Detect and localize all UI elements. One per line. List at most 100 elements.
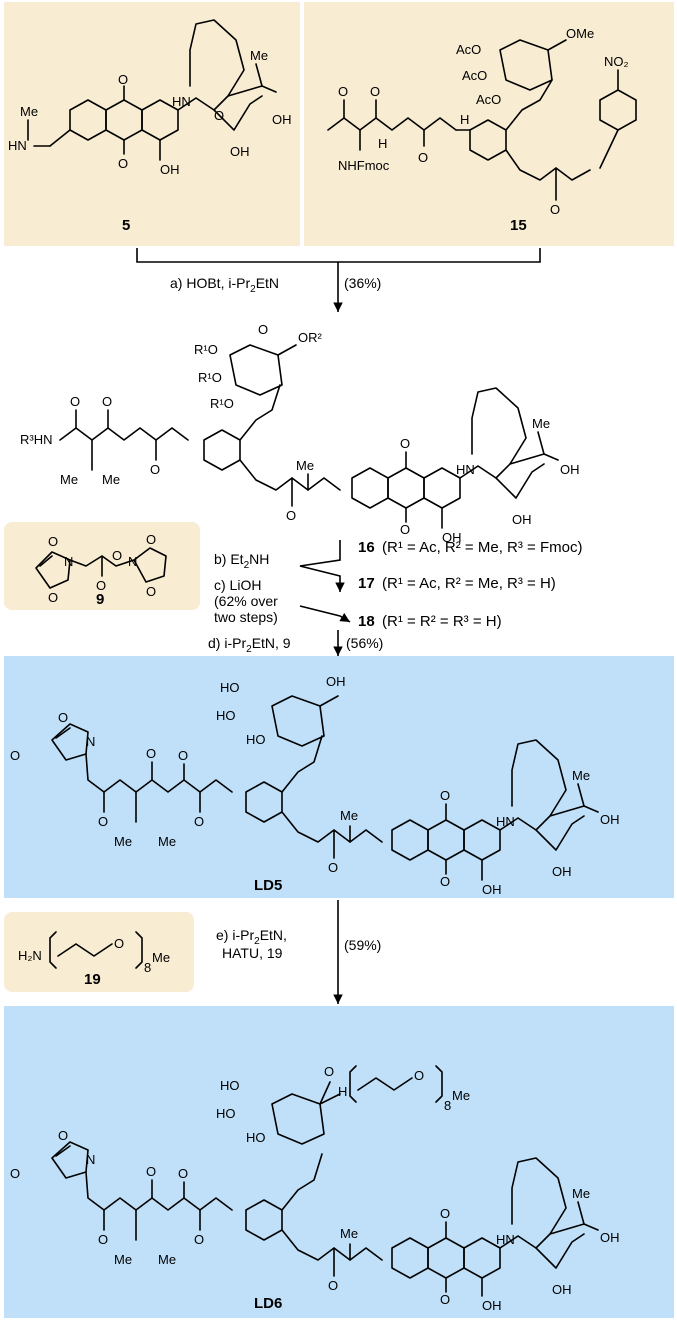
atom-label: N (128, 554, 137, 569)
atom-label: O (178, 1166, 188, 1181)
atom-label: NHFmoc (338, 158, 390, 173)
atom-label: O (338, 84, 348, 99)
step-c-conditions: c) LiOH (214, 577, 261, 593)
atom-label: O (440, 1206, 450, 1221)
atom-label: O (328, 1278, 338, 1293)
atom-label: N (64, 554, 73, 569)
atom-label: Me (102, 472, 120, 487)
ld6-label: LD6 (254, 1295, 282, 1312)
atom-label: OH (326, 674, 346, 689)
atom-label: OH (482, 1298, 502, 1313)
step-c-yield-1: (62% over (214, 593, 278, 609)
atom-label: O (114, 936, 124, 951)
atom-label: O (70, 394, 80, 409)
panel-ld6 (4, 1006, 674, 1318)
atom-label: O (102, 394, 112, 409)
atom-label: O (48, 590, 58, 605)
atom-label: HN (8, 138, 27, 153)
atom-label: O (214, 108, 224, 123)
atom-label: AcO (476, 92, 501, 107)
atom-label: HO (246, 732, 266, 747)
ld5-label: LD5 (254, 877, 282, 894)
step-d-yield: (56%) (346, 635, 383, 651)
atom-label: O (178, 748, 188, 763)
atom-label: R¹O (194, 342, 218, 357)
panel-compound-15 (304, 2, 674, 246)
atom-label: O (440, 874, 450, 889)
step-b-conditions: b) Et2NH (214, 551, 269, 571)
atom-label: O (150, 462, 160, 477)
atom-label: Me (340, 808, 358, 823)
step-e-conditions-2: HATU, 19 (222, 945, 283, 961)
step-d-conditions: d) i-Pr2EtN, 9 (208, 635, 291, 655)
atom-label: OH (552, 1282, 572, 1297)
atom-label: NO₂ (604, 54, 629, 69)
atom-label: O (370, 84, 380, 99)
atom-label: 8 (444, 1098, 451, 1113)
structure-intermediate-16 (59, 344, 559, 529)
structure-ld6 (51, 1065, 599, 1297)
intermediate-16-label: 16 (358, 539, 375, 556)
atom-label: OH (552, 864, 572, 879)
atom-label: O (286, 508, 296, 523)
atom-label: O (550, 202, 560, 217)
atom-label: Me (114, 1252, 132, 1267)
structure-ld5 (51, 695, 599, 881)
step-c-yield-2: two steps) (214, 609, 278, 625)
compound-9-label: 9 (96, 591, 104, 608)
atom-label: R³HN (20, 432, 53, 447)
atom-label: HO (220, 680, 240, 695)
atom-label: O (328, 860, 338, 875)
structure-compound-15 (327, 39, 637, 201)
atom-label: OH (482, 882, 502, 897)
atom-label: O (48, 534, 58, 549)
atom-label: OH (442, 530, 462, 545)
atom-label: AcO (462, 68, 487, 83)
atom-label: R¹O (210, 396, 234, 411)
structure-compound-19 (49, 931, 143, 969)
atom-label: O (414, 1068, 424, 1083)
atom-label: O (58, 1128, 68, 1143)
atom-label: OH (160, 162, 180, 177)
atom-label: O (10, 748, 20, 763)
intermediate-17-label: 17 (358, 575, 375, 592)
atom-label: O (96, 578, 106, 593)
atom-label: Me (572, 1186, 590, 1201)
atom-label: OH (272, 112, 292, 127)
atom-label: OMe (566, 26, 594, 41)
step-a-conditions: a) HOBt, i-Pr2EtN (170, 275, 279, 295)
atom-label: O (118, 156, 128, 171)
intermediate-18-label: 18 (358, 613, 375, 630)
atom-label: Me (114, 834, 132, 849)
intermediate-18-desc: (R¹ = R² = R³ = H) (382, 613, 502, 630)
atom-label: O (440, 788, 450, 803)
atom-label: HN (172, 94, 191, 109)
atom-label: O (58, 710, 68, 725)
atom-label: Me (20, 104, 38, 119)
atom-label: OH (600, 812, 620, 827)
atom-label: HO (216, 1106, 236, 1121)
atom-label: O (98, 1232, 108, 1247)
atom-label: O (10, 1166, 20, 1181)
atom-label: Me (532, 416, 550, 431)
atom-label: HO (246, 1130, 266, 1145)
atom-label: O (324, 1064, 334, 1079)
atom-label: O (146, 746, 156, 761)
compound-5-label: 5 (122, 217, 130, 234)
intermediate-16-desc: (R¹ = Ac, R² = Me, R³ = Fmoc) (382, 539, 582, 556)
atom-label: O (258, 322, 268, 337)
atom-label: HO (220, 1078, 240, 1093)
atom-label: O (146, 1164, 156, 1179)
atom-label: OH (560, 462, 580, 477)
intermediate-17-desc: (R¹ = Ac, R² = Me, R³ = H) (382, 575, 556, 592)
atom-label: Me (250, 48, 268, 63)
atom-label: H (460, 112, 469, 127)
atom-label: Me (340, 1226, 358, 1241)
compound-19-label: 19 (84, 971, 101, 988)
atom-label: N (86, 1152, 95, 1167)
atom-label: OH (600, 1230, 620, 1245)
atom-label: Me (296, 458, 314, 473)
atom-label: OR² (298, 330, 323, 345)
atom-label: 8 (144, 960, 151, 975)
